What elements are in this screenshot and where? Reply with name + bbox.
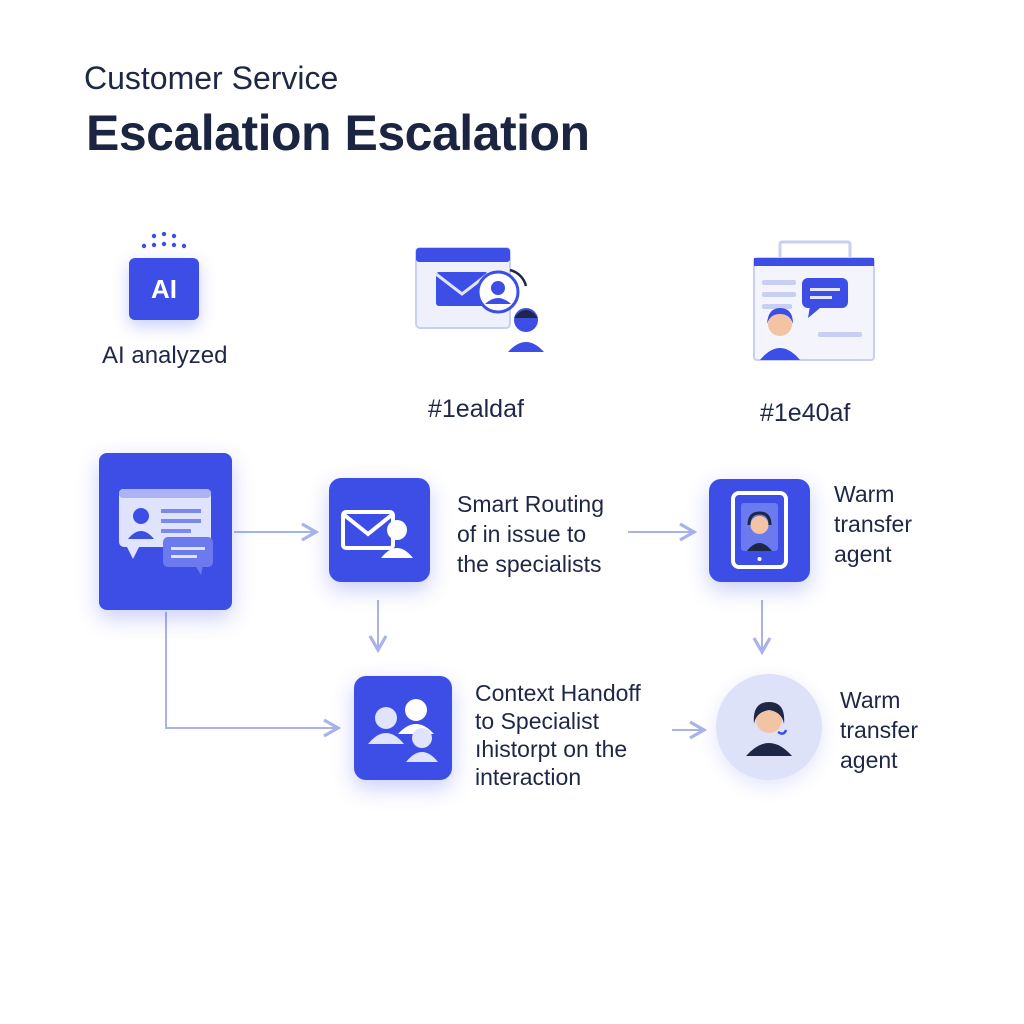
smart-routing-node[interactable]	[329, 478, 430, 582]
warm-transfer-label-1: Warm transfer agent	[834, 479, 912, 569]
smart-routing-line-3: the specialists	[457, 551, 602, 577]
warm-transfer-2-line-3: agent	[840, 747, 898, 773]
ai-analyzed-label: AI analyzed	[102, 342, 228, 369]
ai-dots-icon	[134, 231, 194, 254]
specialist-agent-node[interactable]	[716, 674, 822, 780]
subtitle: Customer Service	[84, 60, 339, 96]
warm-transfer-1-line-3: agent	[834, 541, 892, 567]
context-handoff-line-4: interaction	[475, 764, 582, 790]
ai-badge-icon: AI	[129, 258, 199, 320]
people-group-icon	[368, 699, 438, 762]
ai-badge-text: AI	[151, 273, 177, 304]
context-handoff-label: Context Handoff to Specialist ıhistorpt …	[475, 679, 641, 791]
warm-transfer-1-line-1: Warm	[834, 481, 895, 507]
smart-routing-label: Smart Routing of in issue to the special…	[457, 489, 604, 579]
context-handoff-node[interactable]	[354, 676, 452, 780]
email-agent-illustration-icon	[414, 246, 554, 358]
warm-transfer-node[interactable]	[709, 479, 810, 582]
customer-chat-card[interactable]	[99, 453, 232, 610]
context-handoff-line-1: Context Handoff	[475, 680, 641, 706]
smart-routing-line-2: of in issue to	[457, 521, 587, 547]
smart-routing-line-1: Smart Routing	[457, 491, 605, 517]
arrow-chat-to-handoff	[165, 612, 342, 738]
context-handoff-line-3: ıhistorpt on the	[475, 736, 628, 762]
mail-user-icon	[341, 510, 413, 558]
warm-transfer-2-line-2: transfer	[840, 717, 918, 743]
ticket-tag-2: #1e40af	[760, 399, 851, 427]
tablet-agent-icon	[731, 491, 788, 569]
ticket-tag-1: #1ealdaf	[428, 395, 524, 423]
warm-transfer-1-line-2: transfer	[834, 511, 912, 537]
warm-transfer-2-line-1: Warm	[840, 687, 901, 713]
page-title: Escalation Escalation	[86, 105, 590, 161]
chat-profile-icon	[119, 489, 213, 575]
warm-transfer-label-2: Warm transfer agent	[840, 685, 918, 775]
dashboard-agent-illustration-icon	[752, 240, 878, 364]
headset-agent-icon	[746, 702, 792, 756]
context-handoff-line-2: to Specialist	[475, 708, 600, 734]
